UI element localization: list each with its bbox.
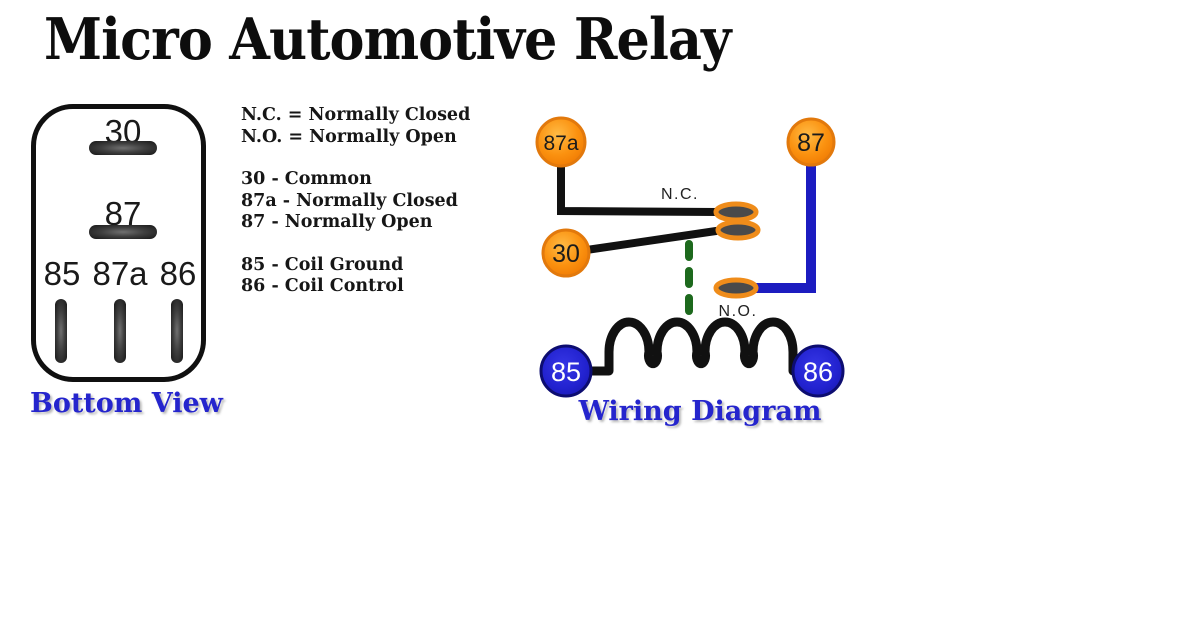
bottom-pin-blade-30 bbox=[89, 141, 157, 155]
legend: N.C. = Normally Closed N.O. = Normally O… bbox=[241, 105, 470, 319]
bottom-pin-blade-85 bbox=[55, 299, 67, 363]
wire-87a-to-nc-contact bbox=[557, 162, 719, 216]
bottom-pin-label-87: 87 bbox=[104, 195, 142, 232]
legend-line-86: 86 - Coil Control bbox=[241, 276, 404, 296]
terminal-30-label: 30 bbox=[552, 240, 580, 268]
nc-label: N.C. bbox=[661, 186, 699, 203]
legend-abbreviations: N.C. = Normally Closed N.O. = Normally O… bbox=[241, 105, 470, 148]
terminal-85-label: 85 bbox=[551, 357, 581, 387]
legend-line-85: 85 - Coil Ground bbox=[241, 254, 404, 275]
legend-line-30: 30 - Common bbox=[241, 169, 372, 189]
legend-line-nc: N.C. = Normally Closed bbox=[241, 105, 471, 125]
page-title: Micro Automotive Relay bbox=[44, 6, 731, 73]
legend-line-no: N.O. = Normally Open bbox=[241, 126, 457, 147]
relay-body-outline: 30 87 85 87a 86 bbox=[31, 104, 206, 382]
terminal-87a-label: 87a bbox=[543, 132, 578, 155]
bottom-view-caption: Bottom View bbox=[30, 388, 223, 419]
no-contact bbox=[713, 277, 759, 299]
bottom-pin-blade-87 bbox=[89, 225, 157, 239]
armature-contact bbox=[715, 219, 761, 241]
terminal-86-label: 86 bbox=[803, 357, 833, 387]
legend-switch-pins: 30 - Common 87a - Normally Closed 87 - N… bbox=[241, 169, 470, 234]
terminal-87a bbox=[535, 116, 587, 168]
nc-contact bbox=[713, 201, 759, 223]
terminal-87-label: 87 bbox=[797, 129, 825, 157]
wire-armature-30 bbox=[562, 227, 720, 257]
coil-symbol bbox=[586, 317, 801, 376]
terminal-87 bbox=[786, 117, 836, 167]
bottom-pin-label-85: 85 bbox=[43, 255, 81, 292]
terminal-86 bbox=[791, 344, 845, 398]
bottom-pin-blade-86 bbox=[171, 299, 183, 363]
legend-line-87a: 87a - Normally Closed bbox=[241, 190, 458, 211]
bottom-pin-label-87a: 87a bbox=[92, 255, 148, 292]
bottom-pin-label-86: 86 bbox=[159, 255, 197, 292]
wire-no-contact-to-87 bbox=[756, 163, 816, 293]
legend-line-87: 87 - Normally Open bbox=[241, 212, 433, 232]
bottom-pin-blade-87a bbox=[114, 299, 126, 363]
legend-coil-pins: 85 - Coil Ground 86 - Coil Control bbox=[241, 255, 470, 298]
wiring-diagram-caption: Wiring Diagram bbox=[578, 396, 822, 427]
terminal-85 bbox=[539, 344, 593, 398]
terminal-30 bbox=[541, 228, 591, 278]
no-label: N.O. bbox=[719, 303, 758, 320]
